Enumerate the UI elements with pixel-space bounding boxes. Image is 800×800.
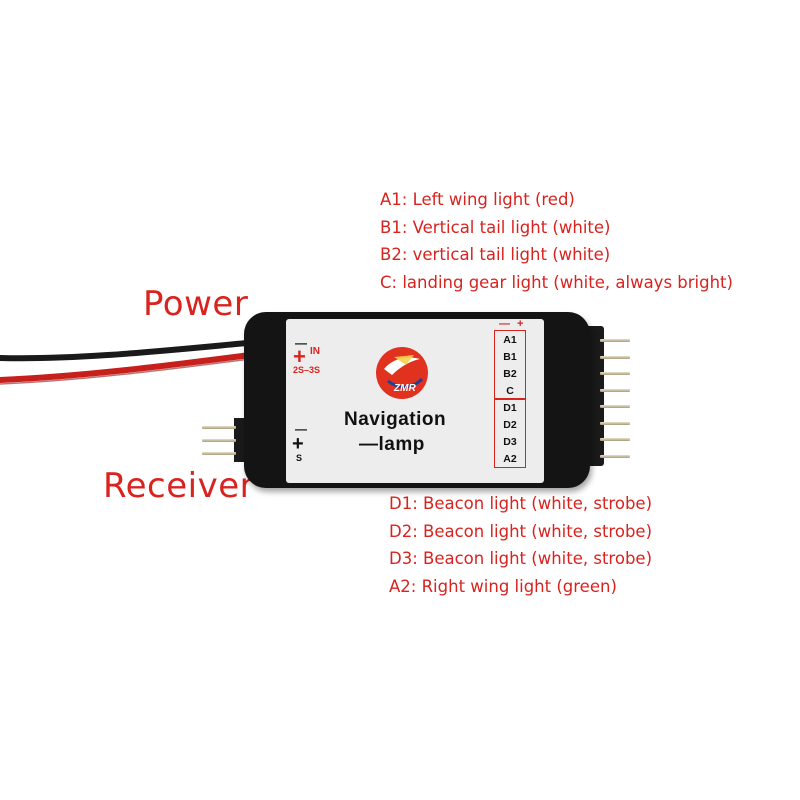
receiver-pin [202, 439, 236, 442]
pin-label-d1: D1 [503, 402, 517, 414]
output-pin [600, 372, 630, 375]
receiver-pin [202, 426, 236, 429]
pin-polarity: — + [499, 318, 526, 330]
device-title-line2: —lamp [359, 434, 425, 455]
power-minus-mark: — [295, 336, 307, 350]
device-title-line1: Navigation [344, 409, 447, 430]
legend-item-b2: B2: vertical tail light (white) [380, 245, 611, 264]
legend-item-b1: B1: Vertical tail light (white) [380, 217, 611, 237]
power-label: Power [143, 284, 249, 324]
pin-label-d3: D3 [503, 436, 517, 448]
logo-text: ZMR [394, 383, 416, 394]
output-pin [600, 421, 630, 425]
legend-item-d3: D3: Beacon light (white, strobe) [389, 549, 653, 568]
pin-label-b2: B2 [503, 368, 517, 380]
receiver-pin [202, 452, 236, 455]
pin-label-c: C [506, 385, 514, 397]
rx-minus-mark: — [295, 422, 307, 436]
legend-top: A1: Left wing light (red) B1: Vertical t… [380, 186, 733, 296]
device-sticker [286, 319, 544, 483]
power-wires [0, 339, 261, 385]
zmr-logo-icon [376, 347, 428, 399]
rx-s-mark: S [296, 453, 303, 463]
pin-label-d2: D2 [503, 419, 517, 431]
output-pin [600, 339, 630, 342]
power-plus-mark: + [293, 344, 306, 369]
pin-label-a2: A2 [503, 453, 517, 465]
legend-item-a2: A2: Right wing light (green) [389, 576, 617, 596]
power-in-mark: IN [310, 346, 320, 357]
output-pin [600, 438, 630, 441]
output-pin [600, 405, 630, 408]
legend-item-d2: D2: Beacon light (white, strobe) [389, 521, 653, 541]
power-range-mark: 2S–3S [293, 365, 321, 375]
legend-item-a1: A1: Left wing light (red) [380, 190, 575, 209]
output-pin [600, 454, 630, 458]
receiver-label: Receiver [103, 466, 255, 506]
rx-plus-mark: + [292, 433, 304, 455]
pin-group-a [494, 330, 526, 400]
legend-item-d1: D1: Beacon light (white, strobe) [389, 494, 653, 513]
legend-bottom: D1: Beacon light (white, strobe) D2: Bea… [389, 490, 652, 600]
pin-label-b1: B1 [503, 351, 517, 363]
output-pin [600, 355, 630, 359]
pin-group-d [494, 398, 526, 468]
output-pin [600, 388, 630, 392]
pin-label-a1: A1 [503, 334, 517, 346]
legend-item-c: C: landing gear light (white, always bri… [380, 272, 733, 292]
